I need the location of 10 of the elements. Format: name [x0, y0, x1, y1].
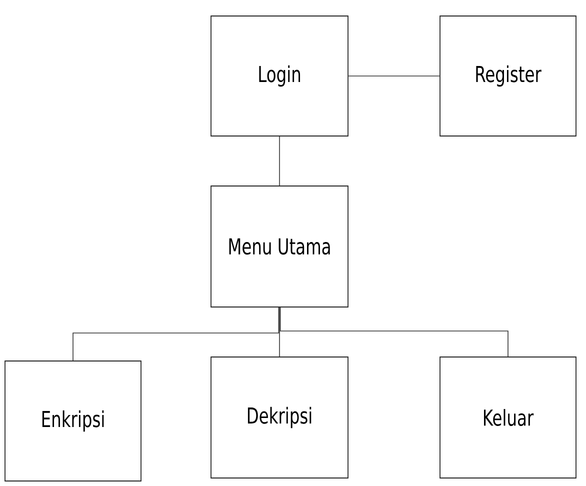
process-box: Keluar [440, 356, 576, 478]
process-box: Register [440, 16, 576, 136]
process-box: Login [210, 16, 348, 136]
connector-line [279, 307, 280, 357]
process-box: Enkripsi [4, 360, 142, 482]
connector-line [280, 307, 508, 357]
process-box: Dekripsi [210, 356, 348, 478]
connector-line [72, 307, 280, 361]
process-box: Menu Utama [210, 186, 348, 308]
connector-line [279, 136, 280, 186]
